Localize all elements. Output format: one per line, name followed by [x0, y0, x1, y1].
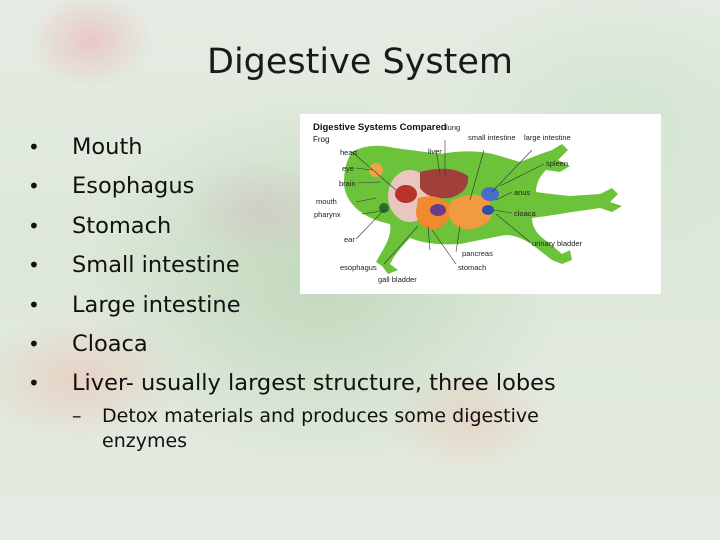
label-spleen: spleen [546, 159, 568, 168]
bullet-marker: • [28, 135, 40, 159]
bullet-item-esophagus: • Esophagus [28, 167, 556, 206]
bullet-text: Large intestine [72, 291, 241, 318]
heart-organ [395, 185, 417, 203]
bullet-marker: • [28, 174, 40, 199]
small-intestine-organ [448, 194, 493, 230]
bullet-marker: • [28, 292, 40, 317]
bullet-text: Esophagus [72, 173, 195, 200]
label-eye: eye [342, 164, 354, 173]
bullet-text: Small intestine [72, 252, 240, 279]
diagram-subheading: Frog [313, 135, 329, 144]
sub-bullet-dash: – [72, 405, 82, 427]
sub-bullet-text: Detox materials and produces some digest… [102, 405, 539, 452]
bullet-text: Stomach [72, 212, 172, 239]
bullet-item-small-intestine: • Small intestine [28, 246, 556, 285]
label-lung: lung [446, 123, 460, 132]
label-stomach: stomach [458, 263, 486, 272]
bullet-marker: • [28, 331, 40, 356]
diagram-heading: Digestive Systems Compared [313, 122, 447, 133]
label-ear: ear [344, 235, 355, 244]
frog-organs [369, 163, 499, 230]
label-anus: anus [514, 188, 531, 197]
liver-organ [420, 168, 469, 199]
sub-bullet: – Detox materials and produces some dige… [72, 404, 592, 454]
bullet-marker: • [28, 213, 40, 238]
slide-title: Digestive System [207, 42, 513, 82]
cloaca-organ [482, 205, 494, 215]
frog-diagram-svg: Digestive Systems Compared Frog [313, 122, 622, 284]
ear-organ [379, 203, 389, 213]
label-large-intestine: large intestine [524, 133, 571, 142]
bullet-item-mouth: • Mouth [28, 128, 556, 167]
label-mouth: mouth [316, 197, 337, 206]
label-esophagus: esophagus [340, 263, 377, 272]
label-urinary-bladder: urinary bladder [532, 239, 583, 248]
label-pancreas: pancreas [462, 249, 493, 258]
label-pharynx: pharynx [314, 210, 341, 219]
bullet-item-stomach: • Stomach [28, 207, 556, 246]
label-brain: brain [339, 179, 356, 188]
bullet-text: Mouth [72, 134, 143, 160]
leader-lines [351, 140, 545, 265]
bullet-list: • Mouth • Esophagus • Stomach • Small intest… [28, 128, 556, 404]
bullet-item-cloaca: • Cloaca [28, 325, 556, 364]
bullet-marker: • [28, 371, 40, 396]
bullet-item-liver: • Liver- usually largest structure, three… [28, 364, 556, 403]
label-liver: liver [428, 147, 442, 156]
eye-organ [369, 163, 383, 177]
label-gall-bladder: gall bladder [378, 275, 417, 284]
label-heart: heart [340, 148, 358, 157]
frog-digestive-diagram: Digestive Systems Compared Frog [300, 114, 661, 294]
label-small-intestine: small intestine [468, 133, 516, 142]
large-intestine-organ [481, 187, 499, 201]
bullet-text: Liver- usually largest structure, three … [72, 370, 556, 397]
label-cloaca: cloaca [514, 209, 537, 218]
bullet-item-large-intestine: • Large intestine [28, 286, 556, 325]
bullet-text: Cloaca [72, 330, 148, 357]
spleen-organ [430, 204, 446, 216]
bullet-marker: • [28, 253, 40, 278]
